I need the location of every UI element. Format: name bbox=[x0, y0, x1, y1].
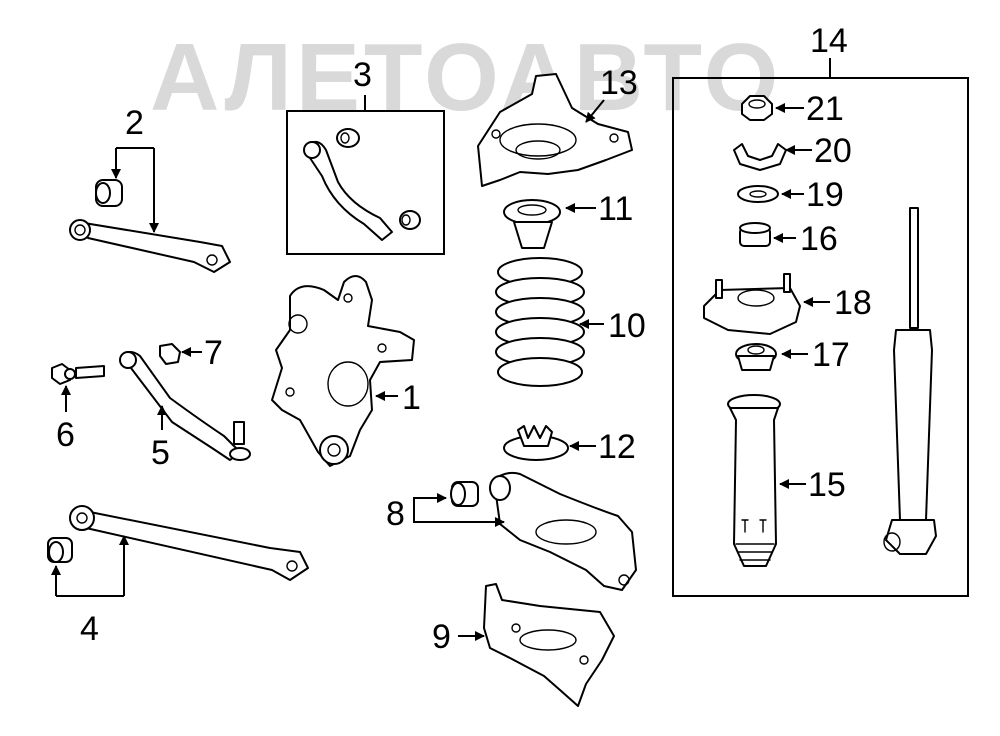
part-16-bushing bbox=[739, 222, 771, 247]
callout-13: 13 bbox=[600, 64, 638, 102]
part-21-nut bbox=[741, 95, 773, 121]
callout-18: 18 bbox=[834, 284, 872, 322]
part-9-lower-arm-cover bbox=[483, 583, 615, 707]
part-14-frame bbox=[672, 77, 969, 597]
callout-21: 21 bbox=[806, 90, 844, 128]
part-8-lower-control-arm bbox=[450, 471, 637, 591]
part-2-upper-control-arm bbox=[69, 179, 231, 273]
callout-2: 2 bbox=[125, 104, 144, 142]
callout-14: 14 bbox=[810, 22, 848, 60]
part-20-bracket bbox=[733, 143, 787, 171]
callout-9: 9 bbox=[432, 618, 451, 656]
callout-17: 17 bbox=[812, 336, 850, 374]
callout-4: 4 bbox=[80, 610, 99, 648]
part-17-bump-stop bbox=[735, 343, 777, 371]
part-15-dust-boot bbox=[727, 394, 781, 567]
callout-12: 12 bbox=[598, 428, 636, 466]
shock-absorber bbox=[883, 207, 937, 555]
part-7-nut bbox=[159, 343, 181, 365]
part-10-coil-spring bbox=[495, 257, 585, 387]
part-6-bolt bbox=[51, 363, 105, 385]
callout-7: 7 bbox=[204, 334, 223, 372]
part-4-lower-link bbox=[47, 505, 309, 581]
callout-10: 10 bbox=[608, 307, 646, 345]
part-3-toe-control-arm bbox=[303, 128, 421, 241]
callout-3: 3 bbox=[353, 56, 372, 94]
part-12-spring-lower-insulator bbox=[503, 425, 569, 461]
part-13-spring-upper-mount bbox=[477, 73, 633, 187]
part-5-lateral-link bbox=[119, 351, 251, 461]
part-1-knuckle bbox=[271, 275, 415, 467]
part-19-washer bbox=[737, 185, 779, 203]
callout-1: 1 bbox=[402, 379, 421, 417]
callout-16: 16 bbox=[800, 220, 838, 258]
callout-11: 11 bbox=[598, 190, 633, 228]
callout-5: 5 bbox=[151, 434, 170, 472]
callout-20: 20 bbox=[814, 132, 852, 170]
part-18-shock-mount bbox=[703, 273, 801, 335]
callout-8: 8 bbox=[386, 495, 405, 533]
callout-15: 15 bbox=[808, 466, 846, 504]
part-3-frame bbox=[286, 110, 445, 255]
part-11-spring-upper-insulator bbox=[503, 199, 561, 249]
callout-6: 6 bbox=[56, 416, 75, 454]
callout-19: 19 bbox=[806, 176, 844, 214]
